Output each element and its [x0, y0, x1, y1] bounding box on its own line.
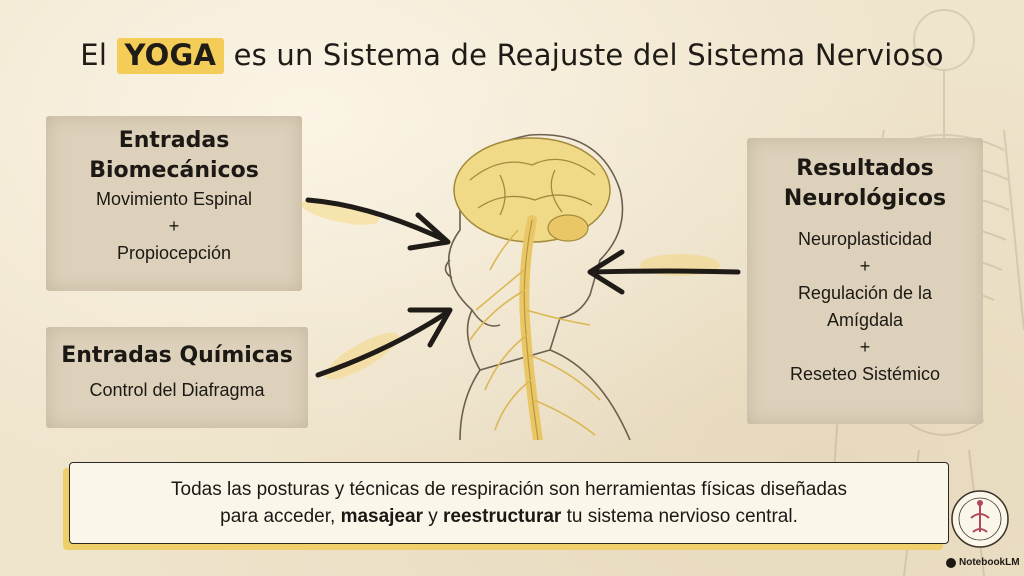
neurological-results-box: Resultados Neurológicos Neuroplasticidad…: [747, 138, 983, 424]
summary-line2-e: tu sistema nervioso central.: [561, 506, 798, 527]
results-item-amygdala-line2: Amígdala: [826, 310, 904, 330]
summary-line2: para acceder, masajear y reestructurar t…: [70, 503, 948, 530]
page-title: El YOGA es un Sistema de Reajuste del Si…: [0, 38, 1024, 74]
brand-badge: NotebookLM: [946, 557, 1020, 568]
biomechanical-heading-line1: Entradas: [118, 128, 230, 153]
results-heading-line1: Resultados: [796, 156, 934, 181]
title-highlight: YOGA: [116, 38, 225, 74]
results-item-neuroplasticity: Neuroplasticidad: [797, 229, 933, 249]
chemical-heading: Entradas Químicas: [61, 343, 293, 368]
nervous-system-illustration: [300, 133, 741, 440]
head-outline-icon: [444, 133, 631, 440]
results-plus-1: +: [859, 256, 871, 276]
spinal-cord-icon: [519, 215, 543, 440]
chemical-inputs-box: Entradas Químicas Control del Diafragma: [46, 327, 308, 428]
biomechanical-inputs-box: Entradas Biomecánicos Movimiento Espinal…: [46, 116, 302, 291]
brand-label: NotebookLM: [959, 557, 1020, 568]
title-prefix: El: [80, 38, 117, 72]
summary-note: Todas las posturas y técnicas de respira…: [69, 462, 949, 544]
nerve-branches-icon: [469, 229, 601, 436]
yoga-center-logo-icon: [951, 490, 1009, 548]
summary-line1: Todas las posturas y técnicas de respira…: [171, 479, 847, 500]
output-arrow-icon: [587, 249, 741, 295]
results-item-amygdala-line1: Regulación de la: [797, 283, 933, 303]
summary-emphasis-restructure: reestructurar: [443, 506, 562, 527]
biomechanical-plus: +: [168, 216, 180, 236]
input-arrow-top-icon: [305, 197, 451, 251]
title-suffix: es un Sistema de Reajuste del Sistema Ne…: [224, 38, 944, 72]
input-arrow-bottom-icon: [315, 307, 453, 378]
biomechanical-item-proprioception: Propiocepción: [116, 243, 232, 263]
summary-emphasis-massage: masajear: [340, 506, 423, 527]
results-heading-line2: Neurológicos: [783, 186, 947, 211]
biomechanical-heading-line2: Biomecánicos: [89, 158, 259, 183]
brain-icon: [453, 137, 611, 243]
results-plus-2: +: [859, 337, 871, 357]
chemical-item-diaphragm: Control del Diafragma: [89, 380, 265, 400]
notebooklm-icon: [946, 557, 956, 568]
summary-line2-a: para acceder,: [220, 506, 341, 527]
results-item-systemic-reset: Reseteo Sistémico: [789, 364, 941, 384]
summary-line2-c: y: [422, 506, 444, 527]
biomechanical-item-spinal: Movimiento Espinal: [95, 189, 253, 209]
